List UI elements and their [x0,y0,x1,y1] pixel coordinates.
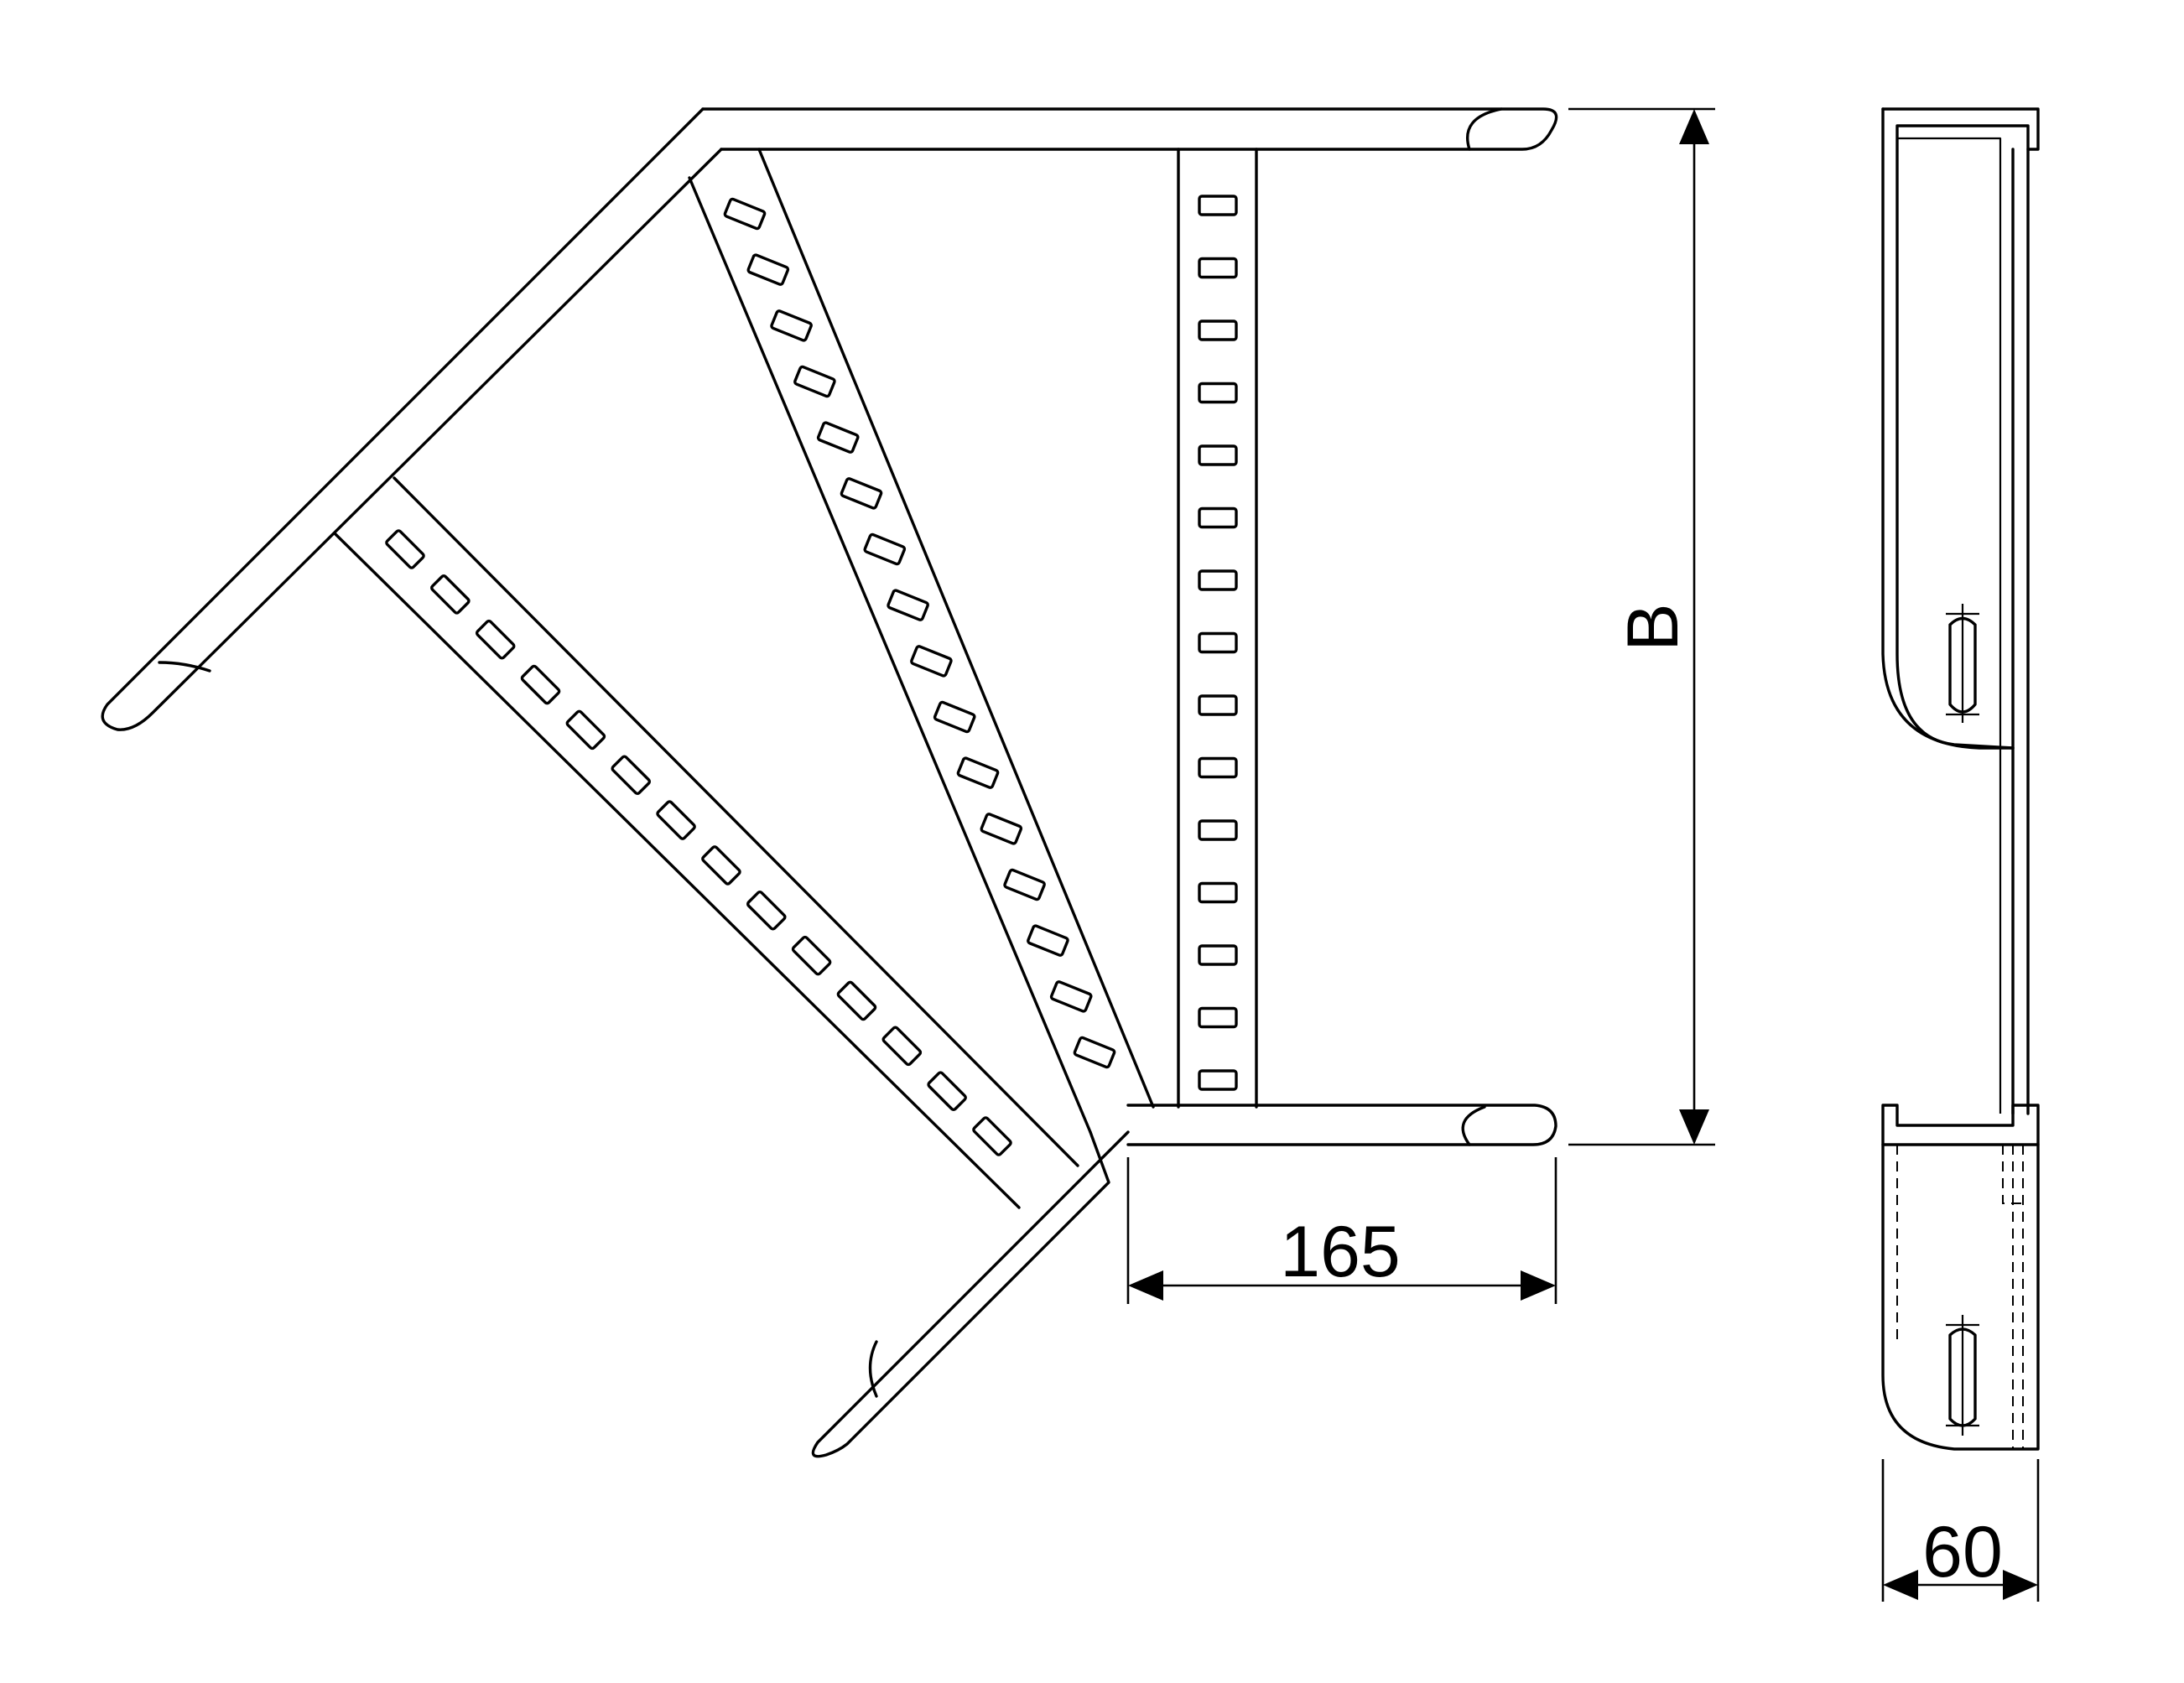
dimension-length-label: 165 [1280,1212,1401,1292]
rung-vertical [1177,148,1258,1109]
dimension-length: 165 [1126,1157,1557,1304]
steep-rung-slot [933,700,976,734]
diagonal-rung-slot [565,709,606,751]
bottom-rail [1126,1104,1557,1146]
diagonal-rail [101,107,723,731]
side-upper-slot-icon [1948,616,1977,714]
diagonal-rung-slot [791,935,832,976]
diagonal-rung-slot [520,664,561,705]
steep-rung-slot [980,813,1023,845]
side-lower-hidden-1 [1896,1145,2024,1449]
diagonal-rung-slot [611,755,652,796]
vertical-rung-slot [1198,257,1238,279]
steep-rung-slot [863,532,907,566]
vertical-rung-slot [1198,756,1238,779]
steep-rung-slot [956,756,1000,789]
steep-rung-slots [723,197,1116,1069]
vertical-rung-slot [1198,694,1238,716]
diagonal-rung-slots [385,529,1012,1156]
vertical-rung-slot [1198,195,1238,216]
side-lower-bracket [1881,1104,2040,1451]
vertical-rung-slot [1198,1006,1238,1029]
dimension-width-label: 60 [1922,1512,2003,1592]
vertical-rung-slot [1198,319,1238,341]
vertical-rung-slot [1198,1069,1238,1091]
steep-rung-slot [887,589,929,621]
diagonal-rung-slot [656,800,696,840]
diagonal-rung-slot [927,1071,967,1111]
diagonal-rung-slot [430,574,471,615]
diagonal-rung-slot [475,619,516,660]
vertical-rung-slot [1198,444,1238,466]
side-upper-slot-center [1946,604,1979,723]
side-upper-plate [1897,137,2002,1114]
steep-rung-slot [816,421,860,454]
dimension-height: B [1568,107,1715,1146]
bottom-rail-end-curve [1461,1105,1486,1146]
steep-rung-slot [840,477,883,510]
diagonal-rung-slot [746,890,787,931]
steep-rung-slot [1003,868,1046,901]
side-plate [2011,148,2030,1115]
diagonal-rung-slot [836,980,877,1021]
vertical-rung-slot [1198,881,1238,904]
dimension-width: 60 [1881,1459,2040,1602]
side-lower-slot-icon [1948,1327,1977,1427]
rung-diagonal [334,476,1079,1209]
vertical-rung-slot [1198,819,1238,841]
steep-rung-slot [770,309,813,342]
steep-rung-slot [793,365,836,398]
vertical-rung-slot [1198,944,1238,966]
side-lower-slot-center [1946,1315,1979,1436]
side-view [1881,107,2040,1451]
diagonal-rung-slot [701,845,741,886]
diagonal-rail-end-curve [158,661,211,673]
dimension-height-label: B [1613,603,1693,651]
lower-diagonal-rail [811,1130,1130,1458]
side-upper-bracket [1881,107,2040,750]
side-lower-hidden-2 [2002,1145,2023,1204]
diagonal-rung-slot [881,1026,923,1067]
diagonal-rung-slot [972,1116,1012,1156]
diagonal-rung-slot [385,529,425,569]
side-upper-back [1881,107,2015,750]
vertical-rung-slots [1198,195,1238,1091]
rung-steep [688,148,1155,1134]
vertical-rung-slot [1198,382,1238,404]
steep-rung-slot [723,197,767,231]
steep-rung-slot [1049,980,1093,1013]
steep-rung-slot [1027,924,1069,957]
top-rail [701,107,1558,151]
lower-diagonal-rail-end-curve [868,1340,878,1398]
steep-rung-slot [910,645,953,678]
front-view [101,107,1558,1458]
vertical-rung-slot [1198,506,1238,529]
top-rail-end-curve [1466,107,1503,151]
vertical-rung-slot [1198,569,1238,591]
steep-rung-slot [1073,1036,1116,1069]
steep-rung-slot [746,253,790,286]
vertical-rung-slot [1198,631,1238,654]
